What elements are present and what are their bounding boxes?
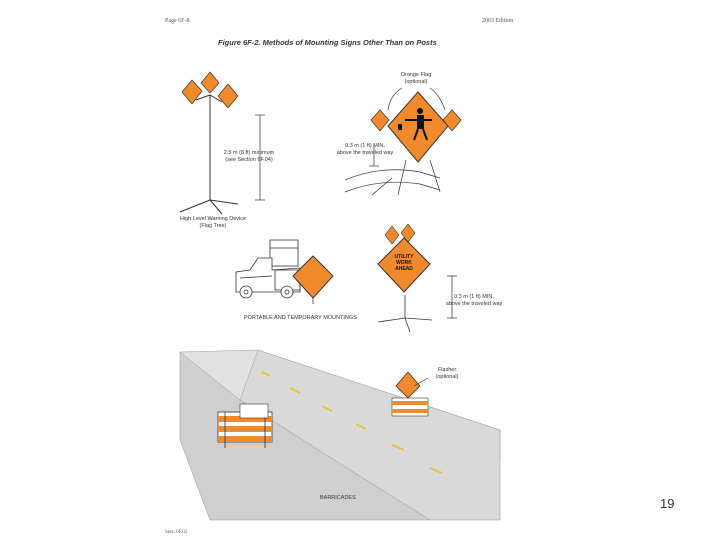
barricade-left	[217, 403, 273, 448]
barricades-label: BARRICADES	[320, 495, 356, 501]
footer-section: Sect. 6F.02	[165, 530, 188, 535]
pickup-truck	[235, 239, 301, 299]
barricade-sign	[395, 371, 421, 399]
flag-icon	[442, 109, 462, 132]
slide-number: 19	[660, 496, 675, 511]
page-header-left: Page 6F-8	[165, 18, 190, 24]
flag-tree	[179, 94, 239, 215]
sign-line: UTILITY	[394, 254, 414, 260]
flag-tree-height-label: 2.5 m (8 ft) minimum (see Section 6F.04)	[223, 150, 275, 163]
sign-line: AHEAD	[395, 266, 413, 272]
flasher-label: Flasher (optional)	[435, 367, 459, 380]
flag-icon	[181, 79, 203, 105]
road-scene	[179, 349, 501, 521]
flag-icon	[217, 83, 239, 109]
sign-height-label-top: 0.3 m (1 ft) MIN. above the traveled way	[336, 143, 394, 156]
barricade-right	[391, 397, 429, 417]
utility-sign-text: UTILITY WORK AHEAD	[384, 254, 424, 272]
flag-icon	[200, 71, 220, 94]
flag-icon	[384, 225, 400, 245]
orange-flag-label: Orange Flag (optional)	[400, 72, 432, 85]
flag-icon	[370, 109, 390, 132]
page-header-right: 2003 Edition	[482, 18, 514, 24]
sign-height-label-bottom: 0.3 m (1 ft) MIN. above the traveled way	[445, 294, 503, 307]
utility-work-ahead-sign	[377, 237, 431, 293]
portable-mountings-label: PORTABLE AND TEMPORARY MOUNTINGS	[244, 315, 357, 321]
flag-tree-label: High Level Warning Device (Flag Tree)	[179, 216, 247, 229]
sign-line: WORK	[396, 260, 412, 266]
figure-title: Figure 6F-2. Methods of Mounting Signs O…	[218, 38, 437, 47]
